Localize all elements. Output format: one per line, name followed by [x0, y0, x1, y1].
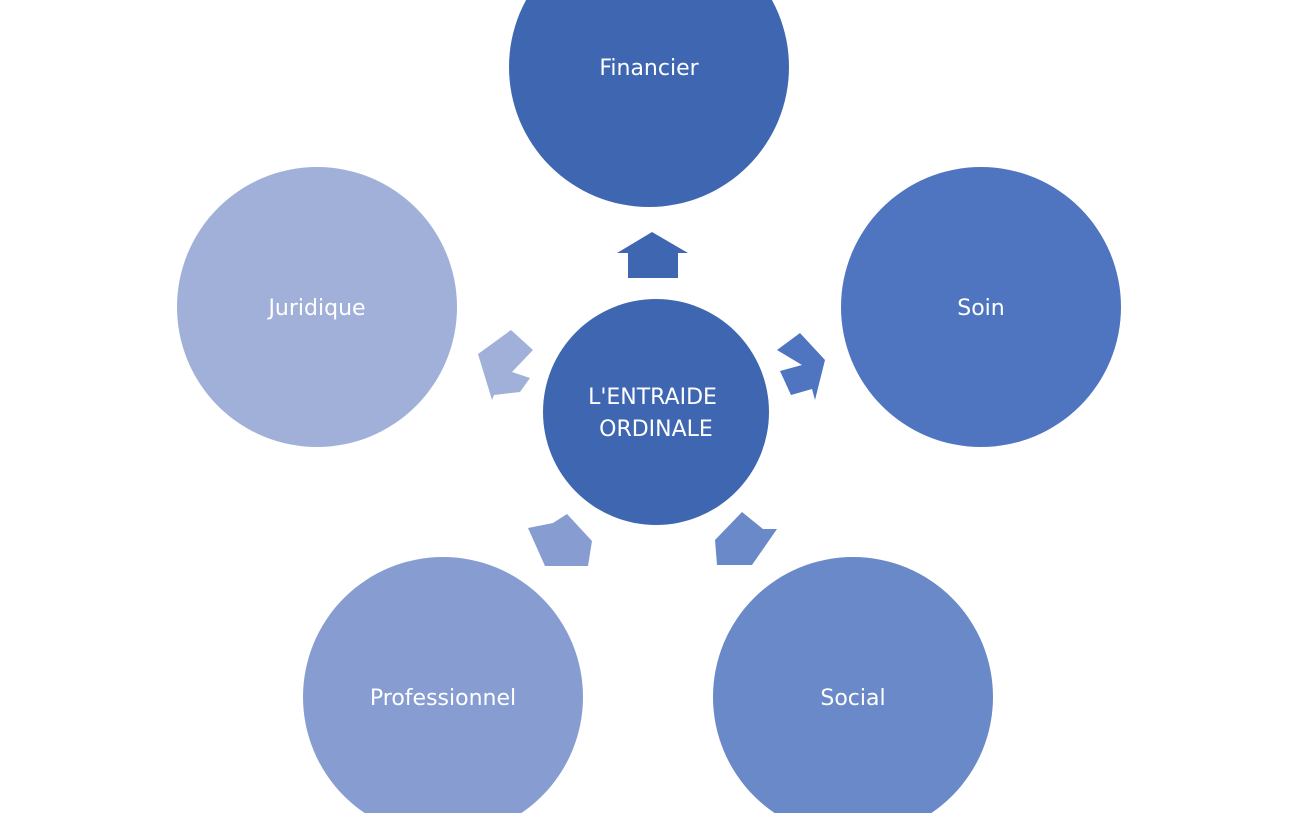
node-professionnel: Professionnel [303, 557, 583, 813]
node-circle-juridique [177, 167, 457, 447]
node-soin: Soin [841, 167, 1121, 447]
node-circle-soin [841, 167, 1121, 447]
node-circle-financier [509, 0, 789, 207]
center-label: L'ENTRAIDE ORDINALE [588, 385, 724, 442]
node-label-soin: Soin [957, 296, 1004, 321]
arrows [478, 232, 825, 566]
arrow-to-professionnel [528, 514, 592, 566]
arrow-to-social [715, 512, 777, 565]
node-financier: Financier [509, 0, 789, 207]
node-social: Social [713, 557, 993, 813]
node-label-social: Social [820, 686, 885, 711]
node-label-financier: Financier [599, 56, 699, 81]
node-circle-social [713, 557, 993, 813]
node-circle-professionnel [303, 557, 583, 813]
arrow-to-soin [777, 333, 825, 400]
node-label-professionnel: Professionnel [370, 686, 516, 711]
node-label-juridique: Juridique [266, 296, 365, 321]
center-label-line-2: ORDINALE [599, 417, 713, 442]
node-juridique: Juridique [177, 167, 457, 447]
arrow-to-juridique [478, 330, 533, 400]
center-circle [543, 299, 769, 525]
center-node: L'ENTRAIDE ORDINALE [543, 299, 769, 525]
center-label-line-1: L'ENTRAIDE [588, 385, 717, 410]
arrow-to-financier [617, 232, 688, 278]
